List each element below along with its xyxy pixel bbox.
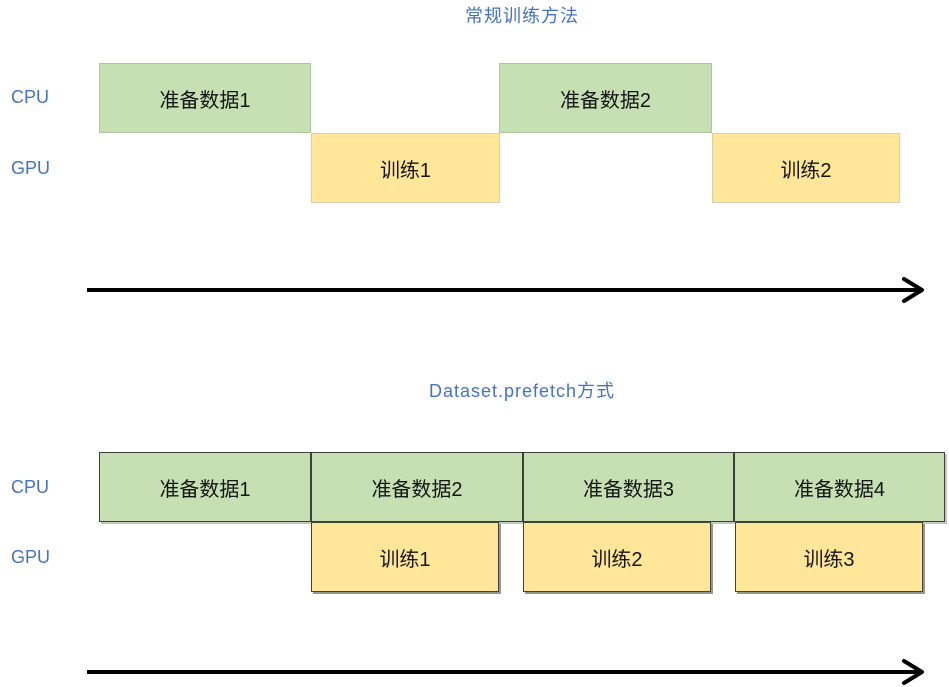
prepare-data-block: 准备数据2: [311, 452, 523, 522]
gpu-row-label-top: GPU: [11, 158, 51, 178]
prepare-data-block: 准备数据3: [523, 452, 734, 522]
gpu-row-label-bottom: GPU: [11, 547, 51, 567]
section-title-prefetch: Dataset.prefetch方式: [428, 381, 616, 401]
prepare-data-block: 准备数据4: [734, 452, 945, 522]
train-block: 训练2: [712, 133, 900, 203]
prepare-data-block: 准备数据1: [99, 452, 311, 522]
timeline-arrow-icon: [87, 277, 924, 303]
section-title-conventional: 常规训练方法: [465, 6, 579, 26]
train-block: 训练3: [735, 522, 923, 592]
timeline-arrow-icon: [87, 659, 924, 685]
cpu-row-label-top: CPU: [11, 87, 50, 107]
train-block: 训练1: [311, 522, 499, 592]
prepare-data-block: 准备数据1: [99, 63, 311, 133]
train-block: 训练2: [523, 522, 711, 592]
cpu-row-label-bottom: CPU: [11, 477, 50, 497]
train-block: 训练1: [311, 133, 500, 203]
prepare-data-block: 准备数据2: [499, 63, 712, 133]
